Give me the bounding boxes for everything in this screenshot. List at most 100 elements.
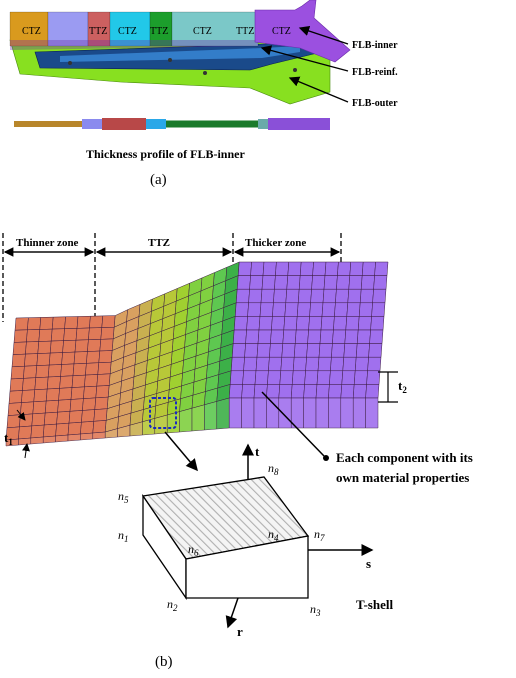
mesh-cell (272, 302, 287, 317)
mesh-cell (256, 343, 271, 358)
mesh-cell (345, 316, 360, 331)
mesh-cell (233, 316, 248, 331)
mesh-side-cell (204, 401, 218, 431)
mesh-cell (258, 316, 273, 331)
mesh-cell (328, 384, 343, 399)
mesh-cell (27, 317, 42, 331)
mesh-cell (248, 288, 263, 304)
node-n8: n8 (268, 461, 279, 477)
mesh-cell (100, 326, 115, 340)
mesh-cell (245, 329, 260, 344)
mesh-cell (369, 329, 384, 344)
mesh-cell (297, 288, 312, 304)
mesh-cell (76, 315, 91, 329)
highlight-arrow (164, 431, 198, 472)
mesh-cell (242, 370, 257, 385)
mesh-cell (235, 288, 250, 304)
mesh-cell (333, 316, 348, 331)
node-n6: n6 (188, 542, 199, 558)
thickness-profile-bar (14, 118, 330, 130)
axis-s-label: s (366, 556, 371, 571)
panel-b: Thinner zone TTZ Thicker zone t1 t2 Each… (2, 233, 473, 670)
mesh-cell (246, 316, 261, 331)
profile-segment-6 (258, 119, 268, 129)
mesh-cell (360, 275, 375, 290)
mesh-cell (228, 384, 243, 399)
mesh-cell (50, 328, 65, 342)
mesh-cell (26, 329, 41, 343)
hole (293, 68, 297, 72)
mesh-cell (255, 356, 270, 372)
mesh-side-cell (228, 397, 242, 429)
mesh-cell (275, 261, 290, 276)
mesh-cell (231, 343, 246, 358)
note-leader (261, 391, 325, 457)
panel-b-tag: (b) (155, 654, 173, 670)
mesh-cell (346, 302, 361, 317)
mesh-cell (284, 302, 299, 317)
mesh-cell (335, 288, 350, 304)
highlight-element-box (149, 397, 177, 429)
mesh-cell (270, 329, 285, 344)
mesh-cell (101, 315, 116, 328)
flb-reinf-highlight (60, 46, 300, 62)
mesh-cell (37, 340, 52, 354)
mesh-cell (32, 400, 47, 415)
mesh-side-cell (315, 397, 329, 429)
mesh-cell (234, 302, 249, 317)
mesh-cell (309, 302, 324, 317)
mesh-cell (67, 421, 82, 436)
mesh-cell (14, 317, 29, 331)
label-ttz: TTZ (148, 237, 170, 249)
mesh-side-cell (30, 436, 44, 445)
mesh-cell (321, 302, 336, 317)
mesh-cell (60, 363, 75, 377)
mesh-cell (89, 315, 104, 329)
profile-segment-1 (14, 121, 82, 127)
mesh-cell (334, 302, 349, 317)
mesh-cell (355, 343, 370, 358)
mesh-cell (260, 288, 275, 304)
node-n1: n1 (118, 528, 129, 544)
mesh-cell (43, 411, 58, 426)
mesh-side-cell (191, 404, 205, 432)
mesh-cell (271, 316, 286, 331)
mesh-cell (58, 387, 73, 401)
mesh-cell (63, 328, 78, 341)
zone-label-3: CTZ (118, 26, 137, 37)
mesh-cell (303, 384, 318, 399)
note-dot (323, 455, 329, 461)
node-n5: n5 (118, 489, 129, 505)
mesh-cell (357, 316, 372, 331)
mesh-cell (94, 396, 109, 410)
mesh-cell (278, 384, 293, 399)
mesh-side-cell (55, 434, 69, 443)
mesh-side-cell (92, 431, 106, 440)
mesh-side-cell (179, 407, 193, 433)
leader-outer (288, 76, 349, 103)
mesh-cell (56, 411, 71, 425)
axis-r-label: r (237, 624, 243, 639)
mesh-cell (296, 302, 311, 317)
mesh-cell (73, 351, 88, 365)
mesh-cell (318, 343, 333, 358)
mesh-cell (331, 343, 346, 358)
inner-zone-6 (171, 11, 259, 47)
mesh-cell (57, 399, 72, 413)
flb-inner-zones (9, 11, 259, 50)
mesh-side-cell (67, 433, 81, 442)
node-n7: n7 (314, 527, 325, 543)
leader-reinf (260, 45, 349, 72)
meshed-plate (5, 261, 389, 447)
mesh-cell (374, 261, 389, 276)
panel-a-caption: Thickness profile of FLB-inner (86, 147, 245, 161)
profile-segment-7 (268, 118, 330, 130)
t1-label: t1 (4, 430, 13, 447)
t1-arrow-bottom (22, 443, 30, 459)
t2-label: t2 (398, 378, 407, 395)
label-flb-reinf: FLB-reinf. (352, 67, 398, 78)
mesh-side-cell (154, 414, 168, 435)
mesh-cell (274, 275, 289, 290)
panel-a-tag: (a) (150, 172, 167, 188)
t1-arrow-top (16, 409, 26, 421)
